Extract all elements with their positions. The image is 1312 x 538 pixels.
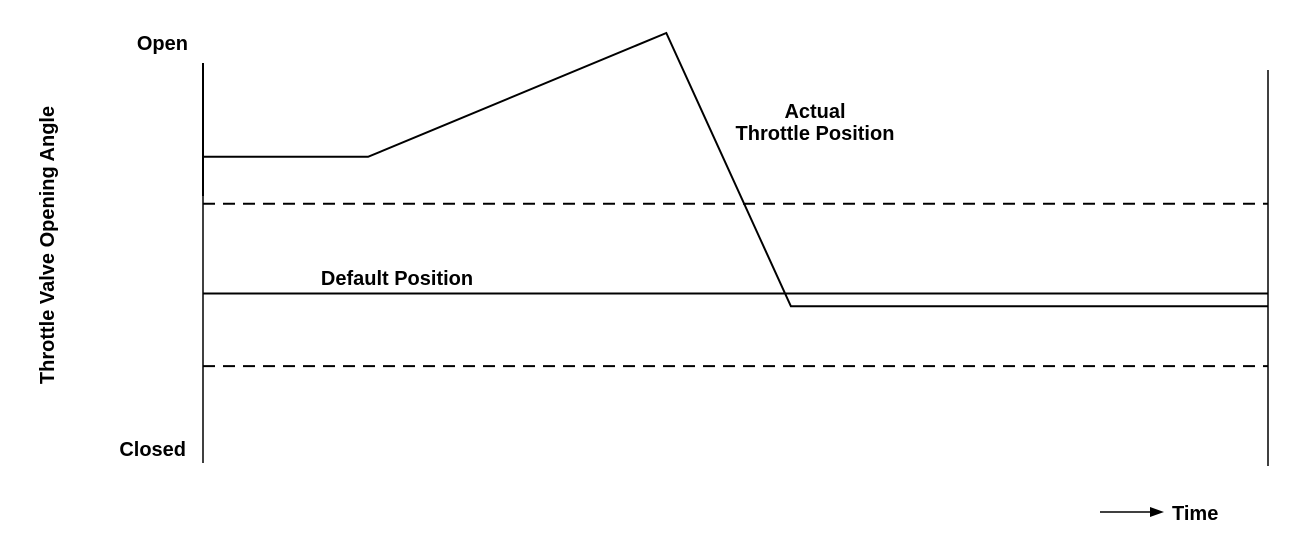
- actual-throttle-label-line2: Throttle Position: [736, 123, 895, 145]
- y-axis-label: Throttle Valve Opening Angle: [37, 106, 59, 384]
- series-layer: [203, 31, 1268, 368]
- time-arrow: [1100, 507, 1164, 517]
- default-position-label: Default Position: [321, 268, 473, 290]
- actual-throttle-label-line1: Actual: [784, 101, 845, 123]
- x-axis-label: Time: [1172, 503, 1218, 525]
- actual-throttle-line: [203, 31, 1268, 308]
- y-tick-label-open: Open: [137, 33, 188, 55]
- y-tick-label-closed: Closed: [119, 439, 186, 461]
- time-arrow-head: [1150, 507, 1164, 517]
